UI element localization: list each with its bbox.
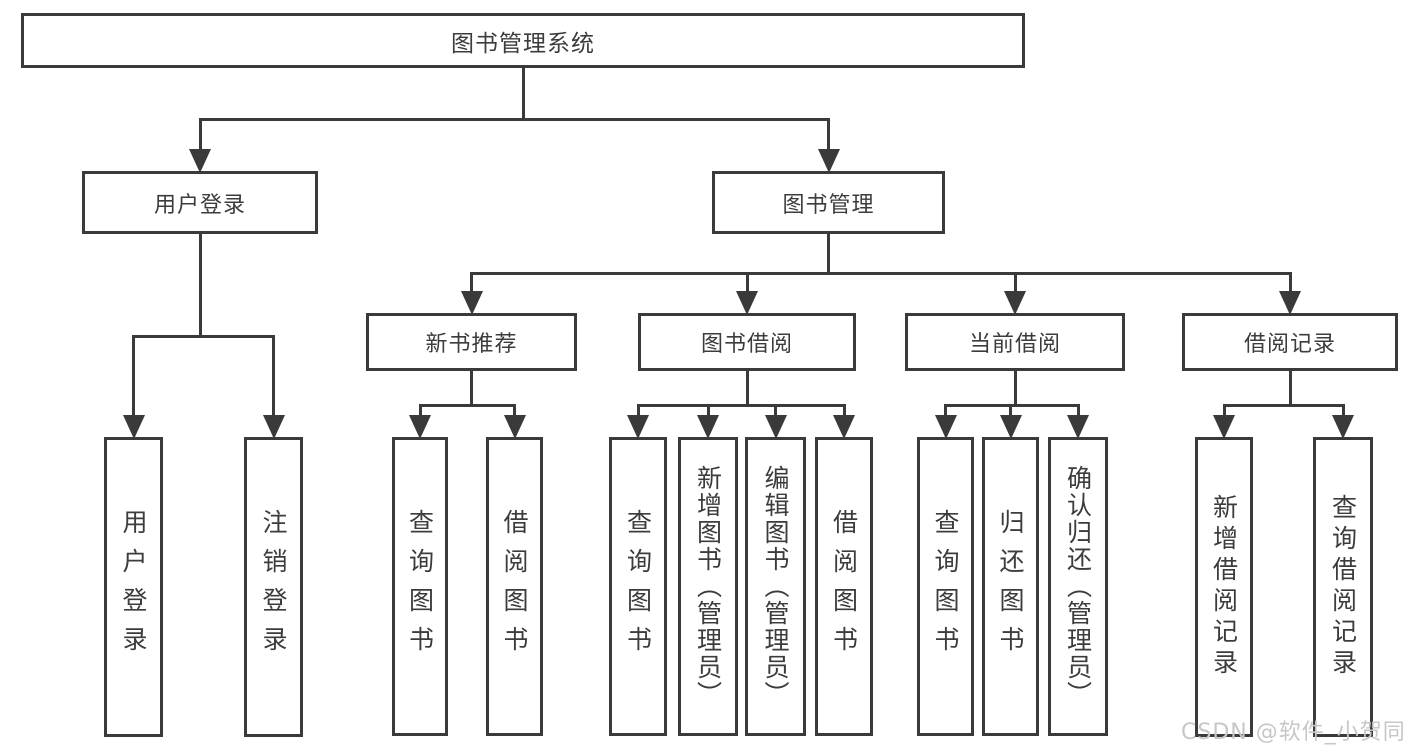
node-c2: 归还图书: [982, 437, 1039, 736]
connector-drop: [1288, 272, 1292, 303]
watermark: CSDN @软件_小贺同学: [1181, 714, 1405, 746]
node-r2: 查询借阅记录: [1313, 437, 1373, 737]
node-label: 新书推荐: [425, 332, 518, 357]
connector-branch: [470, 272, 1292, 275]
connector-stem: [745, 371, 749, 407]
connector-drop: [132, 335, 135, 427]
arrow-down-icon: [460, 291, 483, 315]
node-l2: 注销登录: [244, 437, 303, 737]
node-b3: 编辑图书（管理员）: [745, 437, 806, 736]
node-borrow: 图书借阅: [638, 313, 856, 371]
connector-branch: [132, 335, 275, 338]
arrow-down-icon: [122, 415, 145, 439]
arrow-down-icon: [1004, 291, 1026, 315]
node-b2: 新增图书（管理员）: [678, 437, 738, 736]
node-b4: 借阅图书: [815, 437, 873, 736]
connector-stem: [827, 234, 830, 275]
node-label: 新增图书（管理员）: [693, 465, 723, 708]
node-n2: 借阅图书: [486, 437, 543, 736]
connector-branch: [636, 404, 846, 407]
node-label: 注销登录: [259, 509, 288, 665]
connector-drop: [827, 118, 830, 161]
connector-drop: [1013, 272, 1017, 303]
arrow-down-icon: [817, 149, 840, 173]
arrow-down-icon: [503, 415, 526, 439]
connector-stem: [470, 371, 473, 407]
arrow-down-icon: [697, 415, 719, 439]
node-label: 用户登录: [119, 509, 148, 665]
node-login: 用户登录: [82, 171, 318, 234]
arrow-down-icon: [736, 291, 758, 315]
node-label: 用户登录: [153, 192, 246, 218]
node-r1: 新增借阅记录: [1195, 437, 1253, 737]
watermark-text: CSDN @软件_小贺同: [1181, 720, 1405, 745]
arrow-down-icon: [1332, 415, 1354, 439]
node-label: 查询图书: [623, 508, 653, 665]
connector-branch: [1222, 404, 1345, 407]
arrow-down-icon: [833, 415, 855, 439]
node-newrec: 新书推荐: [366, 313, 577, 371]
node-label: 图书借阅: [700, 332, 793, 357]
connector-stem: [198, 234, 202, 338]
node-label: 借阅图书: [500, 508, 529, 665]
node-label: 图书管理系统: [451, 30, 595, 57]
connector-drop: [198, 118, 202, 161]
connector-stem: [521, 68, 525, 121]
arrow-down-icon: [999, 415, 1022, 439]
arrow-down-icon: [262, 415, 285, 439]
node-c3: 确认归还（管理员）: [1048, 437, 1108, 736]
node-label: 确认归还（管理员）: [1063, 465, 1093, 708]
node-label: 图书管理: [782, 192, 875, 218]
node-label: 新增借阅记录: [1209, 494, 1239, 680]
node-label: 借阅记录: [1243, 332, 1336, 357]
connector-branch: [198, 118, 830, 121]
arrow-down-icon: [1279, 291, 1301, 315]
node-b1: 查询图书: [609, 437, 667, 736]
node-label: 归还图书: [996, 508, 1025, 665]
node-current: 当前借阅: [905, 313, 1125, 371]
node-mgmt: 图书管理: [712, 171, 945, 234]
arrow-down-icon: [764, 415, 787, 439]
node-n1: 查询图书: [392, 437, 448, 736]
arrow-down-icon: [409, 415, 431, 439]
connector-stem: [1288, 371, 1292, 407]
arrow-down-icon: [934, 415, 957, 439]
connector-drop: [272, 335, 275, 427]
connector-drop: [745, 272, 749, 303]
node-label: 编辑图书（管理员）: [761, 465, 790, 708]
node-c1: 查询图书: [917, 437, 974, 736]
connector-stem: [1013, 371, 1017, 407]
arrow-down-icon: [189, 149, 211, 173]
node-records: 借阅记录: [1182, 313, 1398, 371]
arrow-down-icon: [1213, 415, 1235, 439]
node-l1: 用户登录: [104, 437, 163, 737]
connector-drop: [470, 272, 473, 303]
node-label: 查询图书: [931, 508, 960, 665]
node-label: 借阅图书: [829, 508, 859, 665]
node-label: 查询图书: [405, 508, 435, 665]
node-label: 当前借阅: [968, 332, 1061, 357]
arrow-down-icon: [1067, 415, 1089, 439]
connector-branch: [418, 404, 516, 407]
node-root: 图书管理系统: [21, 13, 1025, 68]
node-label: 查询借阅记录: [1328, 494, 1358, 680]
arrow-down-icon: [627, 415, 649, 439]
